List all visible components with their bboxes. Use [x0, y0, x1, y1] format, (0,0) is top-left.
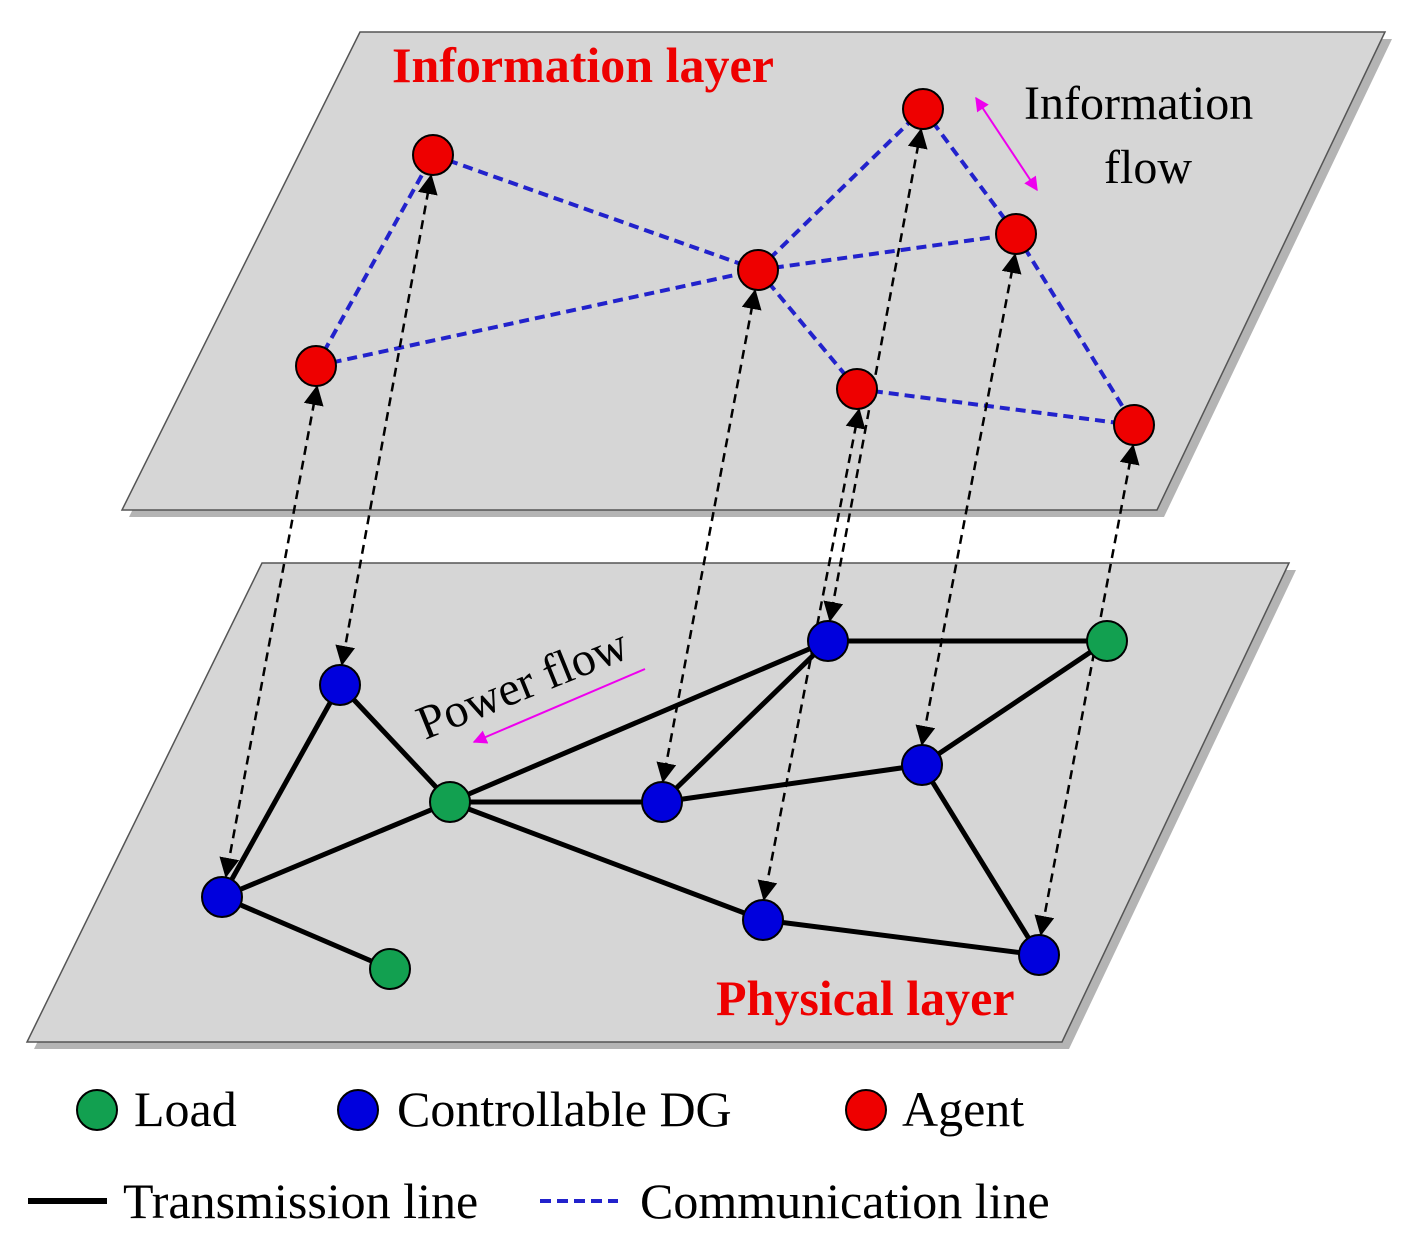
legend-agent-swatch — [845, 1089, 887, 1131]
information-flow-arrow — [975, 96, 1038, 192]
communication-line — [1014, 232, 1136, 427]
legend-dg-label: Controllable DG — [397, 1081, 732, 1137]
agent-node — [295, 345, 337, 387]
agent-node — [737, 249, 779, 291]
layer-link — [915, 253, 1022, 746]
agent-node — [836, 368, 878, 410]
transmission-line — [338, 683, 452, 804]
legend-load-label: Load — [134, 1081, 237, 1137]
layer-link — [1034, 444, 1140, 936]
controllable-dg-node — [901, 744, 943, 786]
power-flow-arrow — [472, 668, 646, 744]
communication-line — [315, 268, 759, 368]
legend-agent-label: Agent — [902, 1081, 1024, 1137]
load-node — [369, 948, 411, 990]
information-flow-label-line2: flow — [1104, 141, 1192, 194]
layer-link — [757, 408, 866, 901]
load-node — [1086, 620, 1128, 662]
physical-layer-title: Physical layer — [716, 970, 1015, 1026]
layer-link — [335, 174, 438, 666]
agent-node — [1113, 404, 1155, 446]
controllable-dg-node — [201, 876, 243, 918]
controllable-dg-node — [742, 899, 784, 941]
dg-nodes — [201, 620, 1060, 976]
agent-node — [902, 88, 944, 130]
agent-node — [412, 134, 454, 176]
layer-link — [823, 128, 928, 622]
agent-nodes — [295, 88, 1155, 446]
communication-line — [432, 153, 759, 272]
load-nodes — [369, 620, 1128, 990]
legend-communication-label: Communication line — [640, 1173, 1050, 1229]
transmission-line — [762, 917, 1040, 958]
controllable-dg-node — [319, 664, 361, 706]
information-layer-title: Information layer — [392, 37, 774, 93]
information-flow-label-line1: Information — [1024, 77, 1253, 130]
communication-line — [856, 387, 1135, 427]
transmission-line — [221, 894, 391, 972]
controllable-dg-node — [641, 781, 683, 823]
agent-node — [995, 213, 1037, 255]
layer-link — [656, 289, 762, 783]
controllable-dg-node — [1018, 934, 1060, 976]
communication-line — [921, 107, 1018, 236]
transmission-line — [221, 799, 451, 900]
legend-dg-swatch — [337, 1089, 379, 1131]
transmission-line — [449, 799, 764, 923]
transmission-line — [919, 763, 1042, 957]
legend-load-swatch — [76, 1089, 118, 1131]
legend-transmission-label: Transmission line — [123, 1173, 478, 1229]
layer-links — [219, 128, 1140, 936]
controllable-dg-node — [807, 620, 849, 662]
legend: Load Controllable DG Agent Transmission … — [28, 1081, 1050, 1229]
load-node — [429, 781, 471, 823]
layer-link — [219, 385, 324, 878]
